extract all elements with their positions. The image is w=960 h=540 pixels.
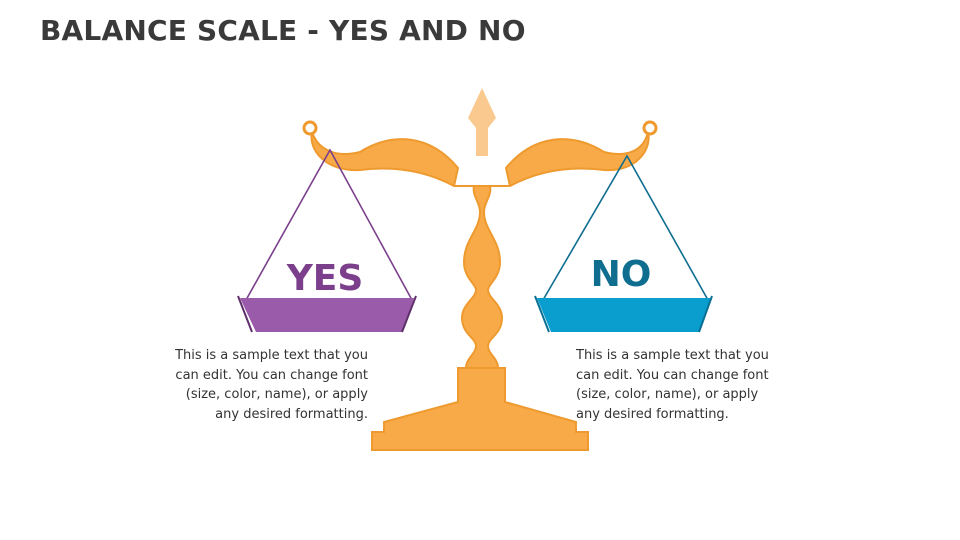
page-title: BALANCE SCALE - YES AND NO [40,14,526,47]
yes-description: This is a sample text that you can edit.… [175,348,368,422]
scale-pillar [460,185,504,369]
yes-label: YES [286,258,364,299]
scale-base [371,367,589,451]
scale-beam [302,120,658,187]
no-pan [534,154,713,333]
yes-pan [237,148,417,333]
scale-finial [468,88,496,156]
no-description: This is a sample text that you can edit.… [576,348,769,422]
no-label: NO [590,254,652,295]
